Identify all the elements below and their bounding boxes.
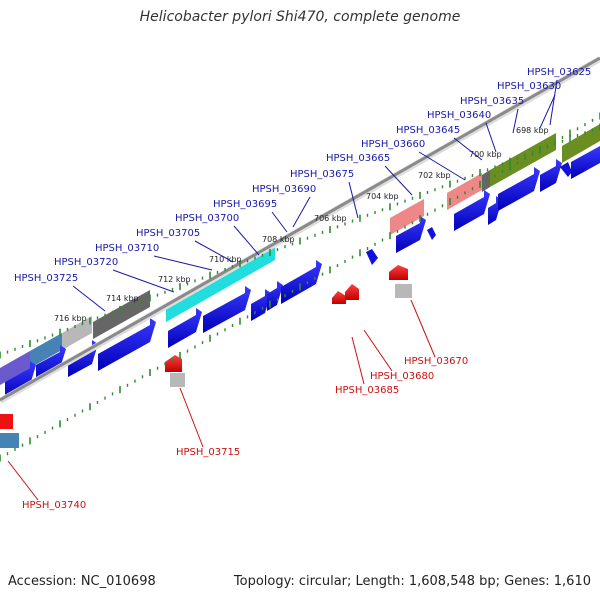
forward-gene-label: HPSH_03630 (497, 81, 561, 92)
genome-backbone (0, 56, 600, 402)
genome-info-text: Topology: circular; Length: 1,608,548 bp… (233, 574, 591, 589)
tick-label: 716 kbp (54, 314, 87, 323)
map-title: Helicobacter pylori Shi470, complete gen… (139, 9, 461, 25)
forward-label-leader (348, 181, 359, 219)
forward-gene-label: HPSH_03710 (95, 243, 159, 254)
forward-gene-label: HPSH_03640 (427, 110, 491, 121)
forward-gene-label: HPSH_03625 (527, 67, 591, 78)
forward-label-leader (292, 196, 311, 228)
reverse-label-leader (351, 336, 365, 385)
forward-label-leader (384, 165, 413, 196)
reverse-gene-label: HPSH_03670 (404, 356, 468, 367)
accession-text: Accession: NC_010698 (8, 574, 156, 589)
forward-label-leader (194, 240, 234, 263)
cog-feature-track-lower (0, 284, 412, 448)
forward-gene-label: HPSH_03725 (14, 273, 78, 284)
forward-label-leader (539, 94, 556, 129)
forward-gene-label: HPSH_03705 (136, 228, 200, 239)
reverse-label-leader (410, 299, 436, 358)
reverse-gene-label: HPSH_03680 (370, 371, 434, 382)
reverse-label-leader (363, 329, 393, 372)
forward-gene-label: HPSH_03665 (326, 153, 390, 164)
reverse-gene-labels: HPSH_03670HPSH_03680HPSH_03685HPSH_03715… (7, 299, 468, 511)
forward-label-leader (271, 211, 288, 233)
reverse-label-leader (7, 460, 39, 501)
reverse-label-leader (179, 387, 204, 448)
forward-label-leader (549, 79, 558, 126)
tick-label: 700 kbp (469, 150, 502, 159)
tick-label: 704 kbp (366, 192, 399, 201)
forward-label-leader (233, 225, 260, 256)
dotted-tracks (0, 112, 600, 462)
forward-gene-label: HPSH_03645 (396, 125, 460, 136)
tick-label: 710 kbp (209, 255, 242, 264)
forward-label-leader (72, 285, 106, 312)
tick-scale: 698 kbp 700 kbp 702 kbp 704 kbp 706 kbp 708 k… (54, 126, 549, 323)
tick-label: 712 kbp (158, 275, 191, 284)
tick-label: 708 kbp (262, 235, 295, 244)
forward-label-leader (485, 122, 497, 153)
reverse-gene-label: HPSH_03715 (176, 447, 240, 458)
forward-label-leader (153, 255, 213, 271)
reverse-gene-label: HPSH_03740 (22, 500, 86, 511)
forward-label-leader (512, 108, 519, 134)
forward-label-leader (112, 269, 175, 293)
forward-gene-label: HPSH_03675 (290, 169, 354, 180)
reverse-gene-label: HPSH_03685 (335, 385, 399, 396)
forward-gene-label: HPSH_03720 (54, 257, 118, 268)
forward-label-leader (418, 151, 466, 181)
forward-label-leader (453, 137, 483, 161)
forward-gene-labels: HPSH_03625HPSH_03630HPSH_03635HPSH_03640… (14, 67, 591, 312)
forward-gene-label: HPSH_03690 (252, 184, 316, 195)
forward-gene-label: HPSH_03660 (361, 139, 425, 150)
forward-gene-label: HPSH_03635 (460, 96, 524, 107)
reverse-strand-genes (165, 265, 408, 372)
tick-label: 702 kbp (418, 171, 451, 180)
forward-gene-label: HPSH_03695 (213, 199, 277, 210)
tick-label: 714 kbp (106, 294, 139, 303)
tick-label: 698 kbp (516, 126, 549, 135)
forward-gene-label: HPSH_03700 (175, 213, 239, 224)
tick-label: 706 kbp (314, 214, 347, 223)
